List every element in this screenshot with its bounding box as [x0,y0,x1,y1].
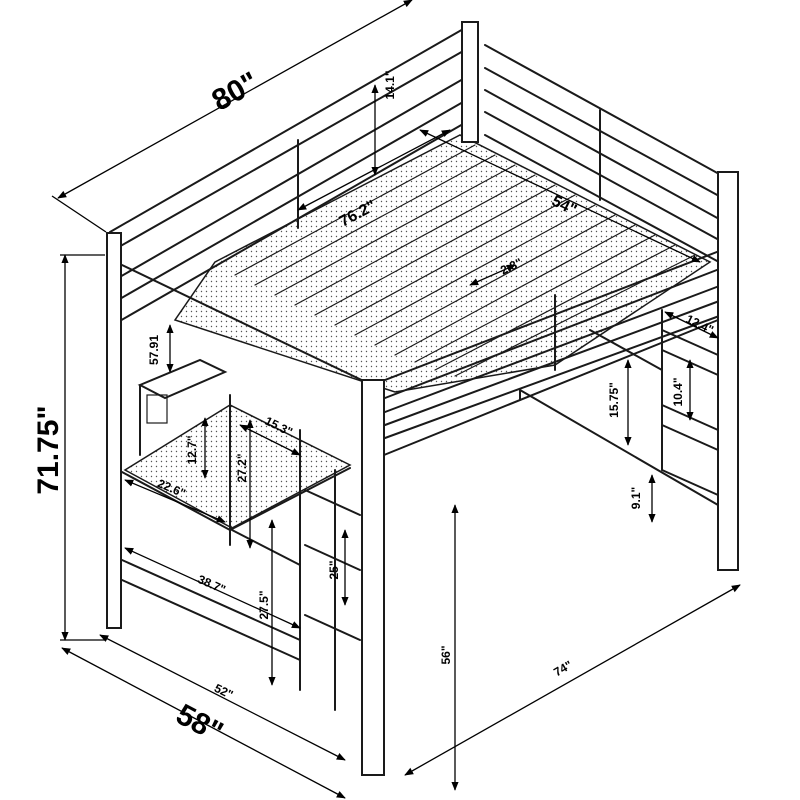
label-desk-side-height: 27.2" [235,453,249,482]
label-clearance-height: 56" [439,645,453,664]
label-overall-height: 71.75" [32,405,65,494]
label-shelf-gap: 10.4" [671,377,685,406]
post-front-right [361,379,385,776]
label-shelf-depth: 12.4" [684,312,716,337]
label-ladder-height: 25" [327,560,341,579]
label-bottom-gap: 9.1" [629,487,643,509]
label-front-width: 52" [212,681,235,702]
label-floor-length: 74" [551,658,574,680]
label-top-shelf: 57.91 [147,335,161,365]
desk [121,358,361,711]
label-side-opening: 15.75" [607,382,621,418]
label-guardrail-height: 14.1" [383,70,397,99]
dimension-lines [51,0,741,799]
label-desk-length: 38.7" [196,572,228,597]
label-desk-height: 27.5" [257,590,271,619]
label-desk-hutch-height: 12.7" [185,435,199,464]
post-front-left [106,232,122,629]
label-overall-width: 58" [171,698,229,749]
post-back-left [461,21,479,143]
bed-frame [106,21,739,776]
post-back-right [717,171,739,571]
